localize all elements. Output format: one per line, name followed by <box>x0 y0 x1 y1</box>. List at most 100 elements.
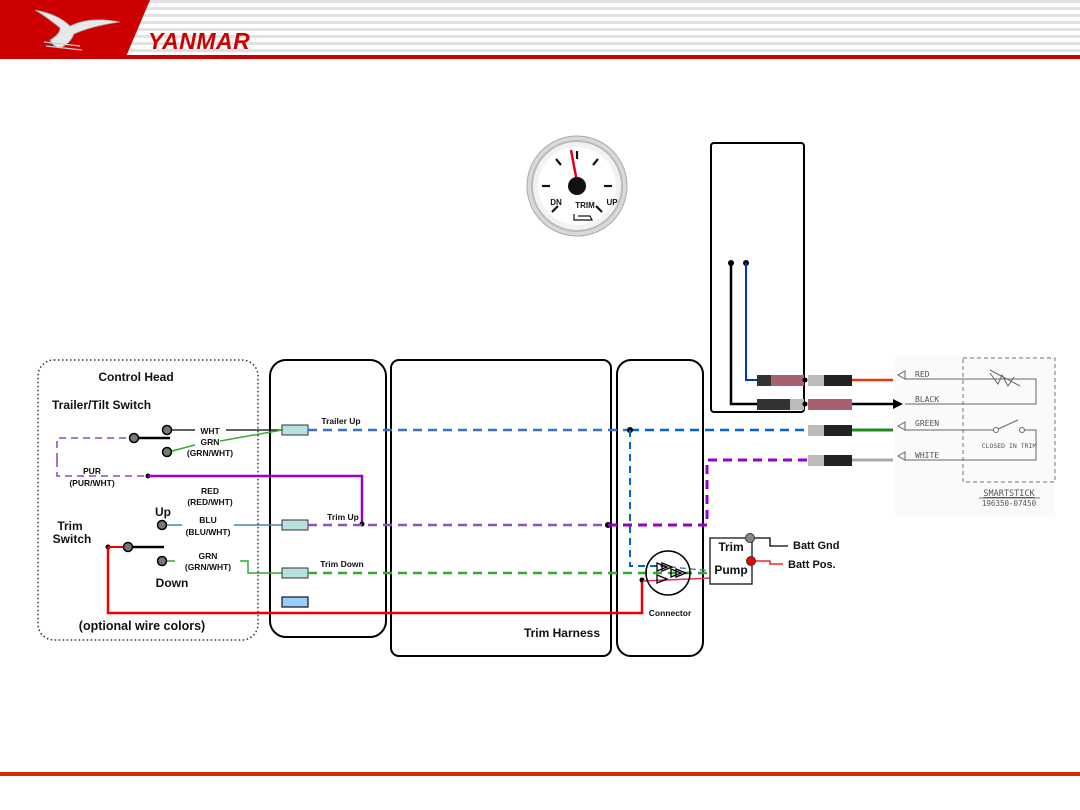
wire-blue-to-pump <box>659 565 713 572</box>
smartstick-schematic: RED BLACK GREEN WHITE CLOSED IN TRIM SMA… <box>893 356 1056 516</box>
label-grn-down: GRN <box>199 551 218 561</box>
sender-box <box>710 142 805 413</box>
gauge-label-trim: TRIM <box>575 201 595 210</box>
terminal-trim-down <box>281 567 309 579</box>
smartstick-label-red: RED <box>915 370 930 379</box>
optional-colors-note: (optional wire colors) <box>79 619 205 633</box>
label-wht: WHT <box>200 426 220 436</box>
header-red-line <box>0 55 1080 59</box>
switch-terminal <box>156 519 168 531</box>
wire-grn <box>171 444 196 452</box>
terminal-trailer-up <box>281 424 309 436</box>
connector-label: Connector <box>649 608 692 618</box>
smartstick-housing <box>962 357 1056 483</box>
wire-red-main <box>106 547 644 615</box>
connector-pin-icon <box>656 574 669 584</box>
black-terminal-arrow-icon <box>893 399 903 409</box>
label-grn-down-alt: (GRN/WHT) <box>185 562 231 572</box>
junction-dot <box>639 577 645 583</box>
label-trailer-up: Trailer Up <box>321 416 360 426</box>
smartstick-part-number: 196350-07450 <box>982 499 1037 508</box>
smartstick-label-green: GREEN <box>915 419 939 428</box>
switch-wire <box>905 429 1037 461</box>
butt-connector <box>808 455 852 466</box>
butt-connector <box>808 375 852 386</box>
label-grn: GRN <box>201 437 220 447</box>
wire-grn <box>219 429 283 442</box>
label-red-alt: (RED/WHT) <box>187 497 232 507</box>
switch-terminal <box>161 424 173 436</box>
batt-pos-terminal <box>746 556 756 566</box>
smartstick-area <box>895 356 1055 516</box>
label-down: Down <box>156 576 189 590</box>
variable-resistor-icon <box>989 369 1021 387</box>
closed-in-trim-label: CLOSED IN TRIM <box>982 442 1037 450</box>
pump-label-2: Pump <box>714 563 747 577</box>
wire-grn-down <box>240 560 282 574</box>
butt-connector <box>808 399 852 410</box>
pump-connector: Connector <box>645 550 692 618</box>
switch-terminal <box>156 555 168 567</box>
batt-pos-label: Batt Pos. <box>788 559 836 571</box>
wire-pur-dashed-top <box>56 437 130 460</box>
trim-pump: Trim Pump Batt Gnd Batt Pos. <box>709 533 839 585</box>
junction-dot <box>802 401 808 407</box>
connector-circle <box>645 550 691 596</box>
brand-name: YANMAR <box>148 28 251 54</box>
label-up: Up <box>155 505 171 519</box>
butt-connector <box>790 399 804 410</box>
terminal-block: Trailer Up Trim Up Trim Down <box>281 416 364 608</box>
butt-connector <box>808 375 824 386</box>
connector-pin-icon <box>656 562 674 572</box>
switch-terminal <box>128 432 140 444</box>
label-pur: PUR <box>83 466 101 476</box>
gauge-label-up: UP <box>606 198 618 207</box>
header-banner: YANMAR <box>0 0 1080 60</box>
pump-connector-box <box>616 359 704 657</box>
gauge-label-dn: DN <box>550 198 562 207</box>
trim-switch: RED (RED/WHT) Trim Switch Up Down BLU (B… <box>53 486 645 633</box>
switch-blade-icon <box>997 419 1019 430</box>
label-trim-down: Trim Down <box>320 559 363 569</box>
junction-dot <box>802 377 808 383</box>
trailer-switch-title: Trailer/Tilt Switch <box>52 398 151 412</box>
pump-label-1: Trim <box>718 540 743 554</box>
sender-box-outline <box>710 142 805 413</box>
terminal-trim-up <box>281 519 309 531</box>
sender-loop-wire <box>905 378 1037 405</box>
switch-terminal <box>161 446 173 458</box>
variable-resistor-icon <box>989 372 1015 387</box>
smartstick-label-white: WHITE <box>915 451 939 460</box>
batt-gnd-label: Batt Gnd <box>793 540 839 552</box>
trim-gauge: DN TRIM UP <box>526 135 628 237</box>
terminal-arrow-icon <box>896 370 906 380</box>
label-blu-alt: (BLU/WHT) <box>186 527 231 537</box>
label-trim-up: Trim Up <box>327 512 359 522</box>
wire-purple-solid <box>148 474 364 524</box>
butt-connector <box>808 455 824 466</box>
fuse-block <box>281 596 309 608</box>
label-blu: BLU <box>199 515 216 525</box>
wire-red-to-pump <box>642 577 713 582</box>
trim-switch-title-1: Trim <box>57 519 82 533</box>
boat-icon <box>573 214 593 221</box>
trim-harness-label: Trim Harness <box>524 626 600 640</box>
label-pur-alt: (PUR/WHT) <box>69 478 114 488</box>
connector-block-box <box>269 359 387 638</box>
gauge-needle <box>569 149 579 183</box>
trim-pump-box <box>709 537 753 585</box>
control-head-box <box>37 359 259 641</box>
wire-blue-sender <box>745 263 760 381</box>
terminal-arrow-icon <box>896 421 906 431</box>
butt-connector <box>808 425 852 436</box>
wire-trim-up-purple <box>608 458 808 527</box>
terminal-arrow-icon <box>896 451 906 461</box>
label-grn-alt: (GRN/WHT) <box>187 448 233 458</box>
trim-harness-box <box>390 359 612 657</box>
smartstick-title: SMARTSTICK <box>983 489 1035 499</box>
butt-connector <box>757 375 771 386</box>
butt-connector <box>808 425 824 436</box>
trailer-tilt-switch: WHT GRN (GRN/WHT) PUR (PUR/WHT) <box>56 424 365 527</box>
footer-red-line <box>0 772 1080 776</box>
